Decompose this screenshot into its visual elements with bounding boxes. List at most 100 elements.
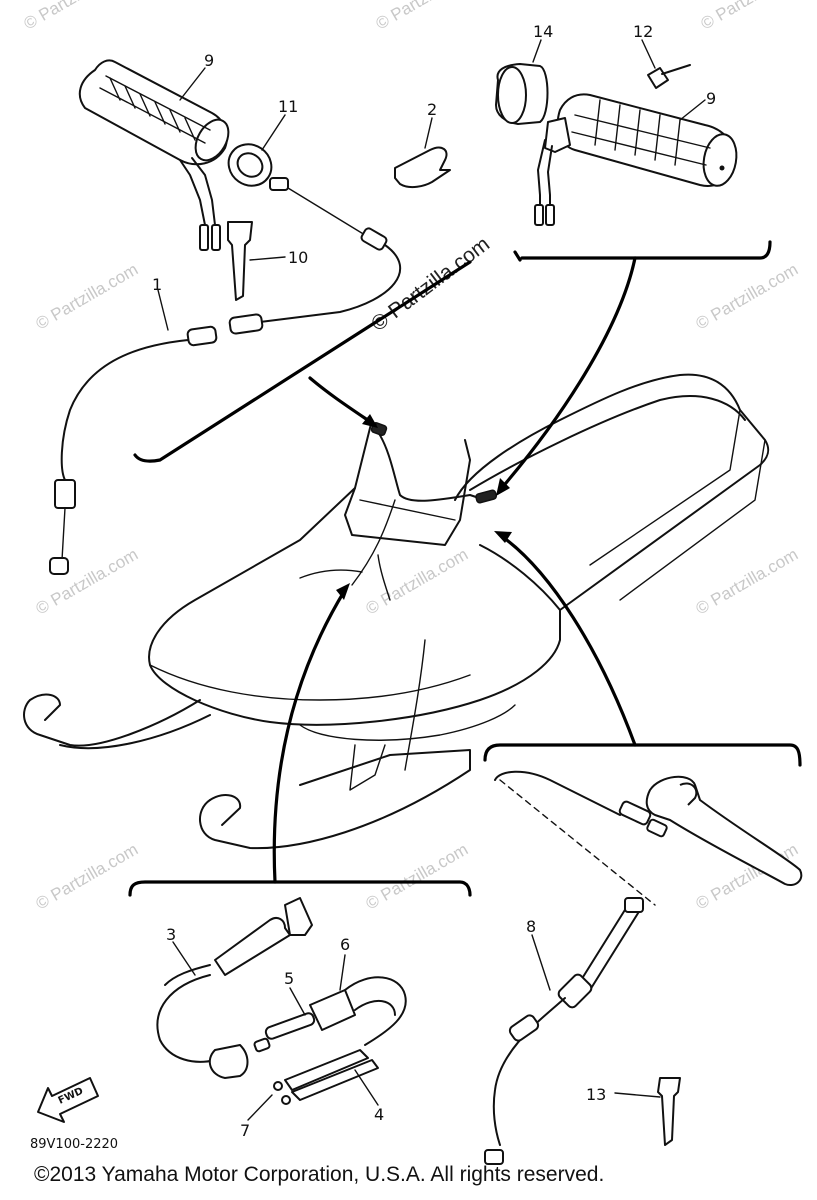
callout-brackets — [128, 240, 802, 897]
callout-12: 12 — [633, 22, 653, 41]
watermark-main: © Partzilla.com — [367, 232, 494, 336]
cable-8-housing — [577, 904, 641, 991]
callout-6: 6 — [340, 935, 350, 954]
plug-5 — [264, 1012, 316, 1040]
cable-8-adjuster — [508, 1014, 540, 1042]
watermark: © Partzilla.com — [21, 0, 130, 33]
switch-cord — [156, 974, 216, 1063]
left-ski-strut — [59, 714, 211, 750]
watermark: © Partzilla.com — [33, 260, 142, 334]
callout-5: 5 — [284, 969, 294, 988]
band-13 — [657, 1077, 681, 1146]
watermark: © Partzilla.com — [363, 840, 472, 914]
callout-9-right: 9 — [706, 89, 716, 108]
watermark: © Partzilla.com — [33, 840, 142, 914]
cable-joint-upper — [228, 313, 264, 335]
callout-2: 2 — [427, 100, 437, 119]
left-grip-assembly — [49, 59, 401, 575]
leader-9a — [179, 67, 206, 101]
connector-d — [545, 204, 555, 226]
right-grip-wire-2 — [547, 145, 553, 206]
throttle-cable-lower — [60, 339, 189, 481]
switch-body-5 — [208, 1044, 249, 1079]
arrow-to-right-grip — [498, 256, 637, 492]
right-ski-tip — [209, 793, 242, 826]
kill-switch-assembly — [156, 897, 407, 1121]
cable-joint-lower — [186, 325, 218, 347]
right-grip-wire-1 — [537, 139, 546, 206]
seat-side-line — [589, 409, 741, 566]
cable-adjuster — [360, 227, 388, 251]
windshield-inner — [359, 499, 456, 521]
throttle-cable — [259, 244, 401, 323]
arrow-head — [362, 414, 378, 428]
connector-a — [199, 224, 209, 251]
leader-14 — [532, 39, 542, 63]
arrow-to-left-grip — [308, 376, 377, 427]
bracket-bottom-left — [128, 880, 472, 897]
cable-end-nipple — [49, 557, 69, 575]
seat-rear-line — [619, 439, 766, 601]
bolt-12-head — [647, 67, 669, 89]
left-grip-end — [194, 118, 230, 162]
lever-pivot — [679, 782, 698, 806]
cable-end-top — [646, 818, 668, 838]
bracket-right-top — [513, 240, 772, 262]
watermark: © Partzilla.com — [693, 545, 802, 619]
left-grip-wire-1 — [179, 159, 206, 226]
left-ski — [23, 693, 201, 747]
left-grip-wire-2 — [191, 157, 216, 226]
grip-switch-body — [544, 117, 571, 153]
switch-boot — [214, 917, 291, 976]
callout-7: 7 — [240, 1121, 250, 1140]
watermark: © Partzilla.com — [698, 0, 807, 33]
diagram-code: 89V100-2220 — [30, 1137, 118, 1152]
handlebar — [377, 431, 486, 502]
leader-6 — [339, 954, 346, 991]
inner-cable — [287, 187, 366, 236]
fwd-arrow-shape — [37, 1077, 99, 1123]
switch-head — [284, 897, 313, 936]
fwd-arrow: FWD — [37, 1077, 99, 1123]
wire-harness-4 — [284, 1049, 369, 1091]
windshield-outline — [344, 419, 471, 546]
arrow-to-switch — [272, 588, 347, 884]
band-10 — [227, 221, 253, 301]
callout-10: 10 — [288, 248, 308, 267]
hood-side — [299, 704, 516, 741]
cable-route-2 — [299, 569, 363, 579]
cable-end-wire — [61, 507, 66, 561]
leader-3 — [172, 941, 196, 976]
leader-2 — [424, 117, 433, 149]
arrow-to-lever — [498, 533, 637, 747]
callout-numbers: 9 11 2 14 12 9 10 1 3 5 6 4 7 8 13 — [152, 22, 716, 1140]
callout-1: 1 — [152, 275, 162, 294]
lead-wire-6 — [344, 976, 407, 1046]
left-grip-part — [78, 59, 228, 166]
bolt-12-shaft — [661, 64, 691, 75]
right-ski — [199, 749, 471, 850]
throttle-housing — [269, 177, 289, 191]
leader-5 — [289, 987, 306, 1016]
ski-leg — [349, 744, 386, 791]
cable-route-1 — [351, 499, 396, 586]
brake-cable-top — [494, 770, 621, 816]
leader-1 — [157, 289, 169, 331]
bracket-bottom-right — [483, 743, 802, 767]
right-grip-hole — [719, 165, 725, 171]
cable-8-end — [484, 1149, 504, 1165]
bracket-left-top — [133, 260, 472, 463]
arrow-head — [336, 583, 350, 600]
brake-assembly — [484, 770, 803, 1165]
cable-8 — [492, 997, 566, 1146]
arrow-head — [496, 478, 510, 496]
watermark: © Partzilla.com — [33, 545, 142, 619]
ring-11-inner — [236, 152, 264, 178]
leader-7 — [247, 1094, 273, 1121]
nut-5 — [253, 1037, 271, 1053]
arrow-head — [494, 531, 512, 543]
cable-route-3 — [377, 554, 391, 601]
watermark: © Partzilla.com — [373, 0, 482, 33]
snowmobile-illustration — [23, 373, 770, 850]
right-grip-mark — [475, 489, 498, 504]
